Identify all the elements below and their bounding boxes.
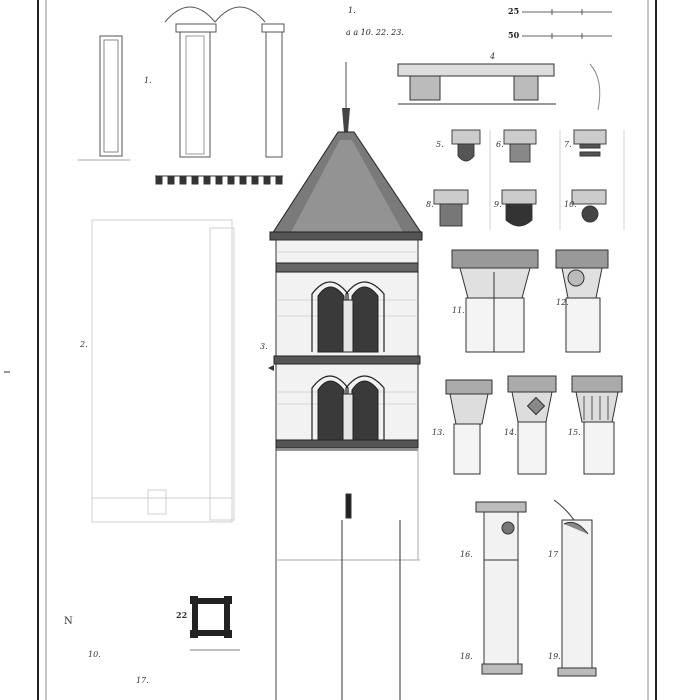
figure-label-3: 3. <box>260 342 268 351</box>
figure-label-5: 5. <box>436 140 444 149</box>
figure-label-18: 18. <box>460 652 473 661</box>
north-marker: N <box>64 616 73 627</box>
figure-label-7: 7. <box>564 140 572 149</box>
cornice-profile <box>397 63 601 111</box>
scale-bar <box>522 9 612 39</box>
figure-label-1: 1. <box>144 76 152 85</box>
figure-label-16: 16. <box>460 550 473 559</box>
figure-label-2: 2. <box>80 340 88 349</box>
corbel-details <box>433 129 625 230</box>
corbel-table <box>155 175 283 185</box>
shaft-details <box>475 499 597 677</box>
figure-label-22: 22 <box>176 610 188 620</box>
figure-label-10: 10. <box>564 200 577 209</box>
figure-label-bottom-b: 17. <box>136 676 149 685</box>
figure-label-11: 11. <box>452 306 465 315</box>
header-label-top-left: 1. <box>348 6 356 15</box>
scale-label-bottom: 50 <box>508 30 520 40</box>
capital-detail-large <box>451 249 609 353</box>
figure-label-4: 4 <box>490 52 496 61</box>
plate-border <box>37 0 657 700</box>
capital-detail-row <box>445 375 623 475</box>
square-tower-plan <box>186 592 240 651</box>
wall-section-faint <box>91 219 235 523</box>
figure-label-8: 8. <box>426 200 434 209</box>
scale-label-top: 25 <box>508 6 520 16</box>
figure-label-14: 14. <box>504 428 517 437</box>
bell-tower-elevation <box>269 62 423 700</box>
arcade-window-elevation <box>78 6 285 161</box>
figure-label-13: 13. <box>432 428 445 437</box>
figure-label-bottom-a: 10. <box>88 650 101 659</box>
figure-label-6: 6. <box>496 140 504 149</box>
tower-section-lines <box>341 493 401 700</box>
figure-label-12: 12. <box>556 298 569 307</box>
plate-inner-border <box>45 0 649 700</box>
figure-label-15: 15. <box>568 428 581 437</box>
figure-label-9: 9. <box>494 200 502 209</box>
section-arrow <box>268 365 274 371</box>
figure-label-17: 17 <box>548 550 559 559</box>
figure-label-19: 19. <box>548 652 561 661</box>
header-label-bottom-left: a a 10. 22. 23. <box>346 28 404 37</box>
